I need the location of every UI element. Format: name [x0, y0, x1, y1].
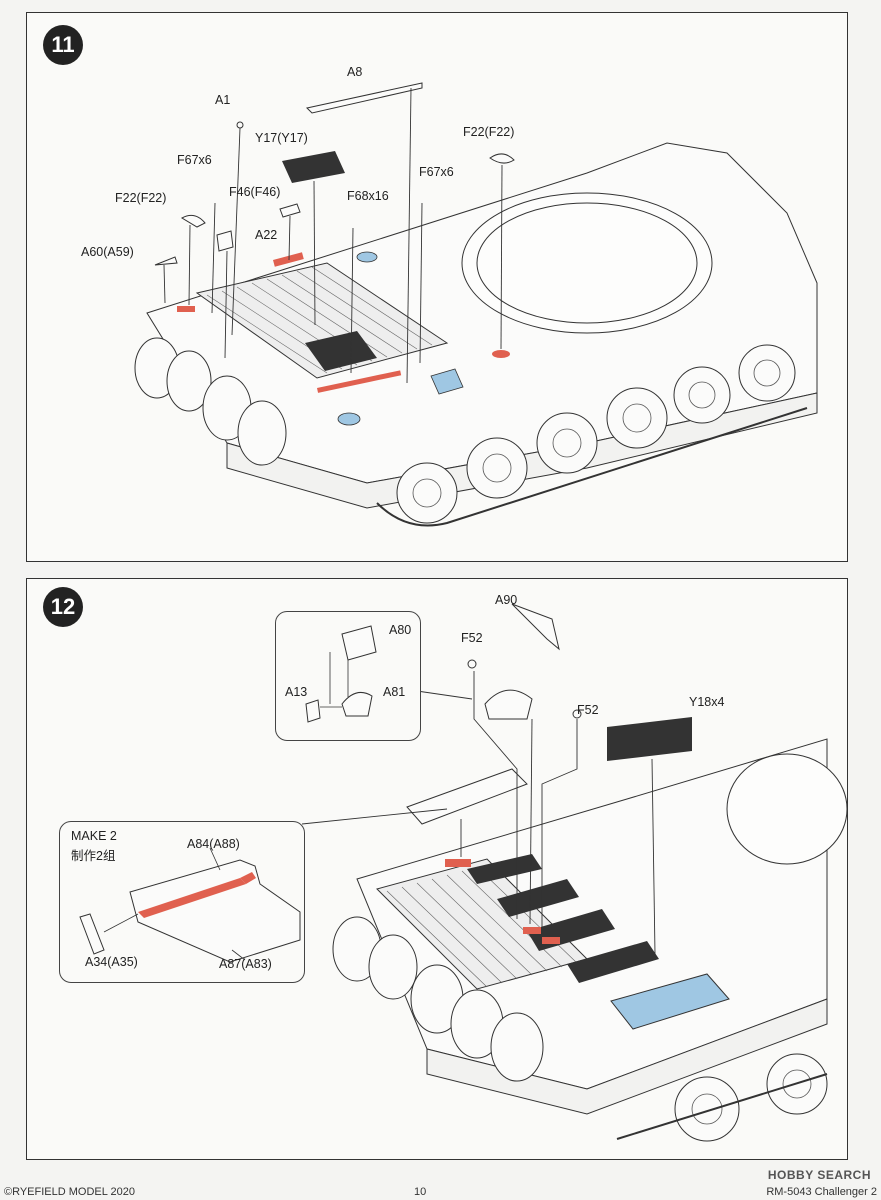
- inset-make2-drawing: [79, 847, 301, 963]
- step-11-drawing: [134, 82, 818, 527]
- inset-a80-drawing: [305, 625, 377, 723]
- watermark: HOBBY SEARCH: [767, 1168, 871, 1182]
- footer-page-number: 10: [414, 1186, 427, 1198]
- footer-copyright: ©RYEFIELD MODEL 2020: [4, 1186, 135, 1198]
- label-f67-left: F67x6: [177, 153, 212, 167]
- label-a87: A87(A83): [219, 957, 272, 971]
- label-a13: A13: [285, 685, 308, 699]
- label-f52-right: F52: [577, 703, 599, 717]
- label-a80: A80: [389, 623, 412, 637]
- inset-a80-assembly: [275, 611, 421, 741]
- label-make2: MAKE 2: [71, 829, 117, 843]
- label-f67-right: F67x6: [419, 165, 454, 179]
- label-f46: F46(F46): [229, 185, 281, 199]
- label-a84: A84(A88): [187, 837, 240, 851]
- label-a8: A8: [347, 65, 363, 79]
- step-11-panel: 11: [26, 12, 848, 562]
- footer-product: RM-5043 Challenger 2: [766, 1186, 877, 1198]
- step-number-11: 11: [43, 25, 83, 65]
- step-number-12: 12: [43, 587, 83, 627]
- label-make2-cn: 制作2组: [71, 849, 116, 863]
- label-y18: Y18x4: [689, 695, 725, 709]
- label-a60: A60(A59): [81, 245, 134, 259]
- step-12-panel: 12: [26, 578, 848, 1160]
- label-f22-left: F22(F22): [115, 191, 167, 205]
- label-y17: Y17(Y17): [255, 131, 308, 145]
- label-f22-right: F22(F22): [463, 125, 515, 139]
- label-a1: A1: [215, 93, 231, 107]
- label-a22: A22: [255, 228, 278, 242]
- label-a34: A34(A35): [85, 955, 138, 969]
- step-12-drawing: [301, 603, 847, 1142]
- inset-make2-assembly: [59, 821, 305, 983]
- label-f52-top: F52: [461, 631, 483, 645]
- label-a81: A81: [383, 685, 406, 699]
- label-a90: A90: [495, 593, 518, 607]
- label-f68: F68x16: [347, 189, 389, 203]
